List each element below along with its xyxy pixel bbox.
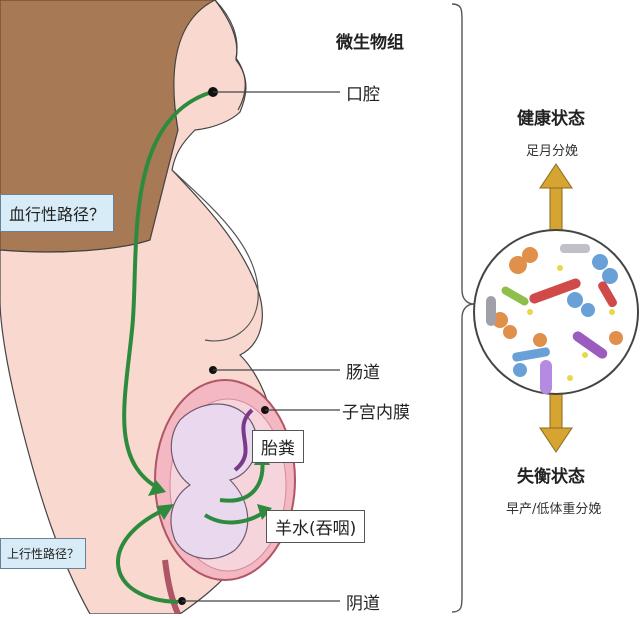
ascending-route-arrowhead [156, 504, 174, 520]
meconium-arrow [219, 459, 265, 503]
endometrium-label: 子宫内膜 [342, 403, 410, 423]
dysbiosis-subtitle: 早产/低体重分娩 [506, 502, 602, 517]
healthy-title: 健康状态 [517, 109, 585, 129]
dysbiosis-title: 失衡状态 [517, 467, 585, 487]
blood-route-arrowhead [148, 480, 166, 496]
amniotic-box: 羊水(吞咽) [266, 510, 366, 543]
blood-route-box: 血行性路径？ [0, 194, 115, 232]
breast [171, 169, 259, 342]
down-arrow-head [539, 427, 573, 453]
face-profile [214, 0, 246, 111]
meconium-box: 胎粪 [252, 430, 304, 463]
vagina-label: 阴道 [346, 594, 380, 614]
ascending-route-arrow [116, 506, 179, 604]
umbilical-cord [233, 408, 254, 472]
blood-route-arrow [122, 90, 213, 490]
amniotic-arrowhead [257, 504, 272, 520]
amniotic-arrow [203, 510, 266, 525]
brace [451, 3, 475, 613]
healthy-subtitle: 足月分娩 [526, 144, 579, 159]
microbiome-heading: 微生物组 [336, 33, 404, 53]
microbes [486, 244, 623, 394]
up-arrow-head [539, 163, 573, 189]
oral-label: 口腔 [346, 85, 380, 105]
vaginal-canal [162, 559, 181, 616]
ascending-route-box: 上行性路径？ [0, 538, 87, 569]
fetus [170, 403, 258, 560]
gut-label: 肠道 [346, 363, 380, 383]
